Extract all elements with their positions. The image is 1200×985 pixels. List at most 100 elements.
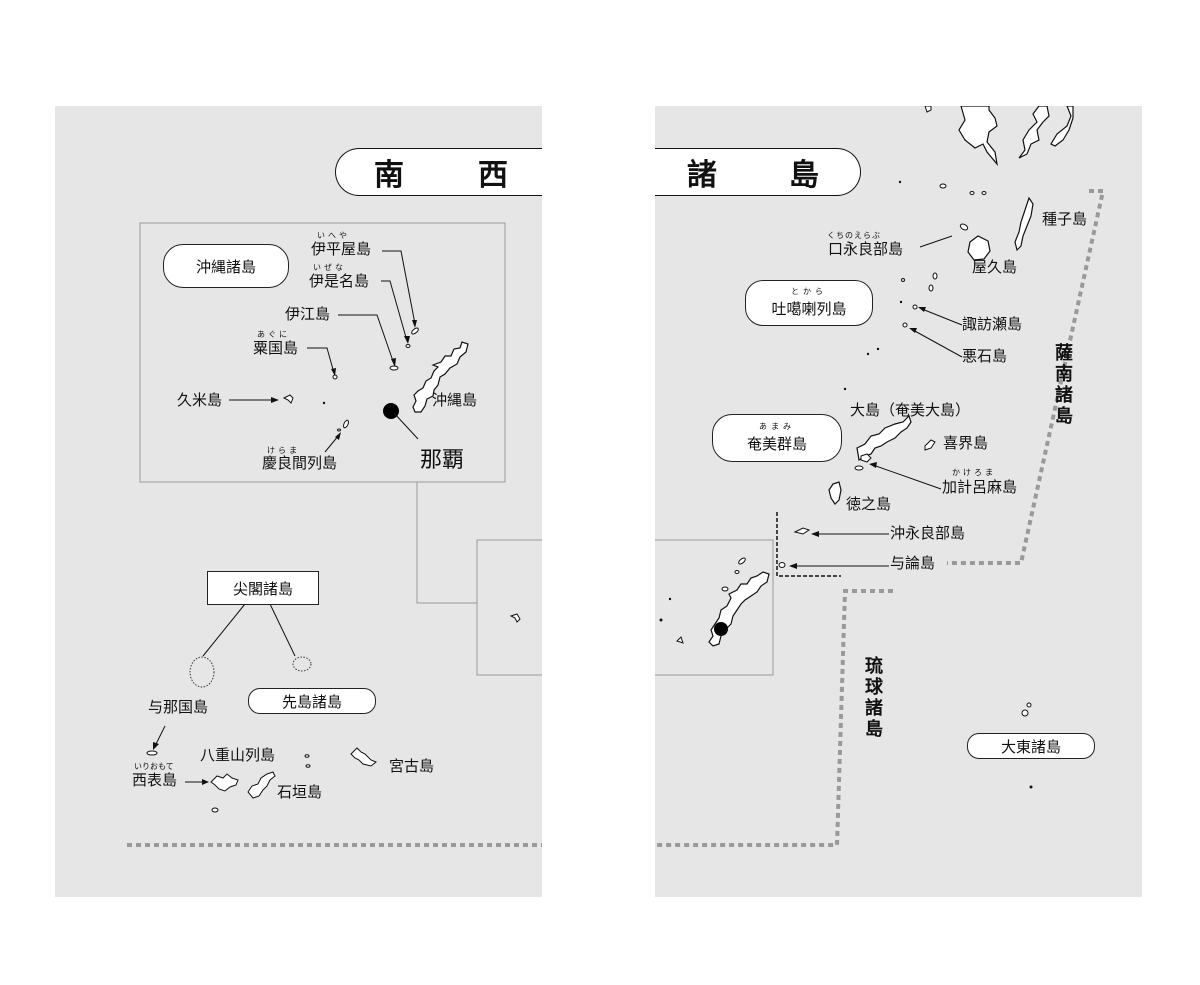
ie-leader [338,314,395,365]
senkaku-dotted-island-2 [292,656,312,672]
group-label-tokara: 吐噶喇列島 [771,299,847,318]
okidaito-dot [1029,785,1033,789]
label-suwanose: 諏訪瀬島 [962,315,1023,333]
vertical-label-text: 薩南諸島 [1055,343,1073,427]
hateruma-shape [211,807,219,813]
label-kerama: 慶良間列島 [262,454,338,472]
label-yaeyama: 八重山列島 [200,746,276,764]
reading-iheya: いへや [317,231,350,240]
group-label-tokara-box: とから 吐噶喇列島 [745,280,873,326]
locator-okinawa-shape [509,613,521,623]
title-char: 南 [374,158,406,193]
kakeroma-leader [872,464,942,490]
label-yoron: 与論島 [890,554,936,572]
tarama-shape-2 [305,764,311,768]
yonaguni-shape [146,750,158,756]
reading-iriomote: いりおもて [134,762,174,771]
kerama-shape-1 [343,419,349,429]
label-kume: 久米島 [177,391,223,409]
group-label-amami-box: あまみ 奄美群島 [712,414,842,462]
tonaki-dot [322,401,326,405]
suwanose-leader [921,308,963,326]
kitadaito-shape [1026,702,1032,708]
akuseki-leader [912,329,963,358]
reading-aguni: あぐに [257,330,290,339]
group-label-ryukyu: 琉球諸島 [863,656,885,740]
reading-kuchinoerabu: くちのえらぶ [827,231,881,240]
senkaku-dotted-island-1 [189,656,215,688]
label-izena: 伊是名島 [309,272,370,290]
vertical-label-text: 琉球諸島 [865,656,883,740]
title-char: 西 [478,158,510,193]
suwanose-shape [912,304,918,310]
iheya-leader [382,250,416,325]
title-banner-right: 諸 島 [655,148,861,196]
label-kuchinoerabu: 口永良部島 [828,240,904,258]
senkaku-leader-1 [202,603,246,657]
kyushu-coast-shape-2 [1018,106,1050,159]
kakeroma-shape [860,453,872,463]
label-iriomote: 西表島 [132,771,178,789]
group-label-satsunan: 薩南諸島 [1053,343,1075,427]
label-okinoerabu: 沖永良部島 [890,524,966,542]
inset-locator-frame [476,539,542,676]
map-page-left: 南 西 沖縄諸島 いへや 伊平屋島 いぜな 伊是名島 伊江島 あぐに 粟国島 久… [55,106,542,897]
label-okinawa-main: 沖縄島 [432,391,478,409]
label-yakushima: 屋久島 [972,258,1018,276]
label-kakeroma: 加計呂麻島 [942,478,1018,496]
naha-leader [393,412,419,440]
label-yonaguni: 与那国島 [148,698,209,716]
naha-inset-dot [714,622,728,636]
title-char: 島 [789,158,821,193]
label-miyako: 宮古島 [389,757,435,775]
group-label-sakishima: 先島諸島 [248,688,376,714]
izena-leader [381,280,408,342]
label-aguni: 粟国島 [253,339,299,357]
label-iheya: 伊平屋島 [311,240,372,258]
ryukyu-boundary-line [655,589,893,847]
kuchinoerabu-leader [919,235,953,248]
tarama-shape-1 [304,754,310,758]
akuseki-shape [902,322,908,328]
naha-dot [383,403,399,419]
minamidaito-shape [1021,709,1029,717]
group-label-okinawa: 沖縄諸島 [163,244,289,288]
iheya-shape [411,327,419,335]
kuchinoerabu-shape [959,223,969,231]
kyushu-coast-shape-3 [1050,106,1074,147]
label-tokunoshima: 徳之島 [846,495,892,513]
izena-shape [405,344,411,348]
yakushima-shape [967,235,991,261]
iriomote-shape [210,773,239,792]
group-label-daito: 大東諸島 [967,733,1095,759]
label-kikai: 喜界島 [943,434,989,452]
yoro-shape [854,465,864,471]
label-akuseki: 悪石島 [962,347,1008,365]
map-right-artwork [655,106,1106,847]
senkaku-leader-2 [269,603,296,657]
label-ie: 伊江島 [285,305,331,323]
title-banner-left: 南 西 [335,148,542,196]
kyushu-coast-shape-4 [924,106,932,113]
kikai-shape [924,439,936,451]
reading-kakeroma: かけろま [952,468,996,477]
reading-tokara: とから [791,286,827,296]
inset-continuation-frame [655,539,774,676]
map-page-right: 諸 島 くちのえらぶ 口永良部島 種子島 屋久島 とから 吐噶喇列島 諏訪瀬島 … [655,106,1142,897]
ishigaki-shape [247,771,276,799]
tanegashima-shape [1014,196,1034,252]
kume-shape [282,394,294,404]
label-ishigaki: 石垣島 [277,783,323,801]
yoron-shape [778,562,786,568]
amami-oshima-shape [856,414,912,462]
inset-connector-line [416,482,477,604]
map-left-artwork [127,222,542,847]
reading-amami: あまみ [759,421,795,431]
yonaguni-leader [154,725,166,747]
label-naha: 那覇 [420,448,465,473]
kerama-shape-2 [337,428,341,432]
okinawa-inset-frame [139,222,506,483]
miyako-shape [350,747,377,767]
ie-shape [389,365,399,371]
title-char: 諸 [687,158,719,193]
